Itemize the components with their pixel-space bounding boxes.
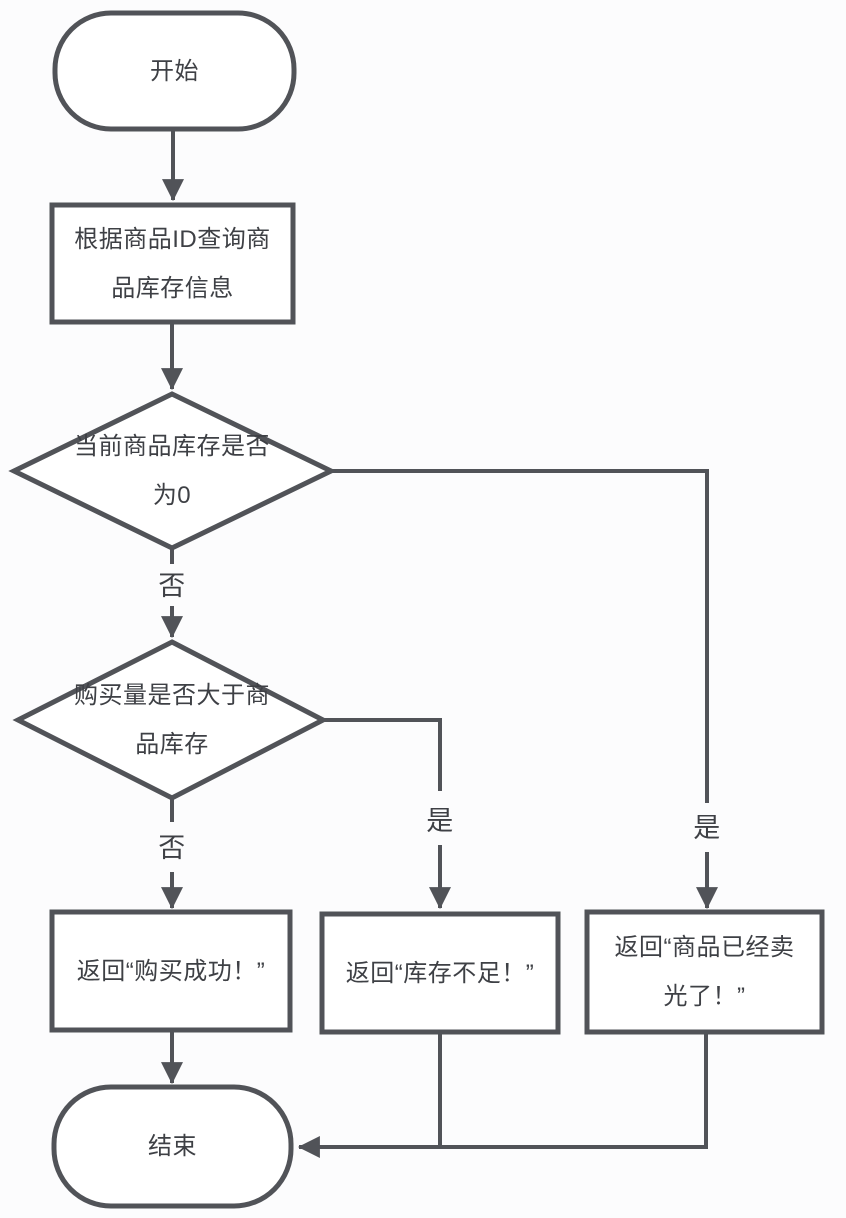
return-insufficient-process-shape bbox=[319, 911, 561, 1035]
stock-zero-decision-shape bbox=[8, 391, 337, 551]
return-success-process-shape bbox=[49, 909, 293, 1033]
edge-label-yes-stock-zero: 是 bbox=[693, 812, 721, 843]
qty-exceeds-check-label: 购买量是否大于商 品库存 bbox=[74, 682, 270, 758]
return-soldout-label: 返回“商品已经卖 光了！” bbox=[614, 934, 795, 1010]
edge-zero-check-yes-line bbox=[331, 469, 709, 803]
return-success-label: 返回“购买成功！” bbox=[76, 957, 266, 985]
end-terminator-shape bbox=[51, 1084, 294, 1209]
edge-soldout-to-end bbox=[297, 1032, 708, 1158]
query-stock-process-shape bbox=[49, 202, 296, 325]
return-insufficient-label: 返回“库存不足！” bbox=[345, 959, 535, 987]
edge-label-no-stock-zero: 否 bbox=[158, 570, 186, 601]
qty-exceeds-decision-shape bbox=[12, 639, 329, 801]
start-terminator-shape bbox=[52, 10, 297, 132]
start-label: 开始 bbox=[150, 57, 199, 85]
edge-label-no-qty-exceeds: 否 bbox=[158, 832, 186, 863]
edge-qty-check-yes-line bbox=[323, 718, 442, 791]
stock-zero-check-label: 当前商品库存是否 为0 bbox=[74, 433, 270, 509]
edge-label-yes-qty-exceeds: 是 bbox=[426, 805, 454, 836]
end-label: 结束 bbox=[148, 1133, 197, 1160]
return-soldout-process-shape bbox=[584, 909, 825, 1035]
query-stock-label: 根据商品ID查询商 品库存信息 bbox=[74, 225, 271, 302]
